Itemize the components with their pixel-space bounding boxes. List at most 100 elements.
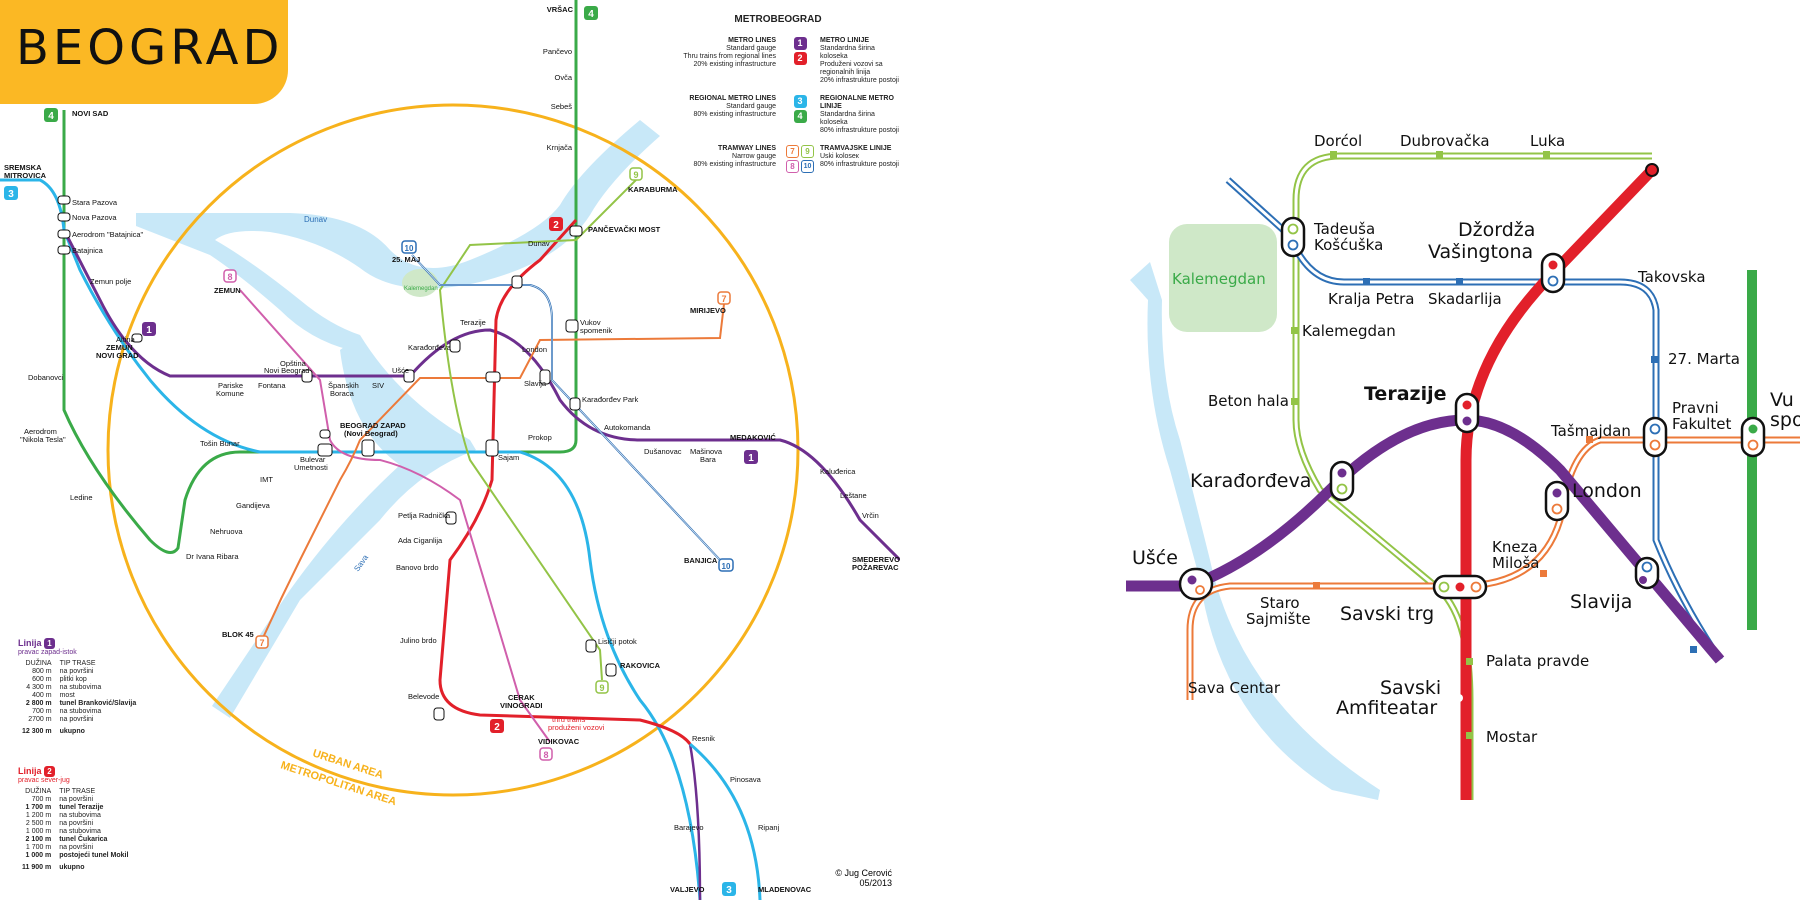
label-terazije: Terazije [460, 318, 486, 327]
zlabel-27-marta: 27. Marta [1668, 350, 1740, 368]
zlabel-pravni-2: Fakultet [1672, 415, 1731, 433]
legend-metro-title-en: METRO LINES [728, 37, 776, 44]
center-zoom-map[interactable]: Dorćol Dubrovačka Luka Tadeuša Košćuška … [1108, 0, 1800, 900]
label-petlja-radnicka: Petlja Radnička [398, 511, 451, 520]
badge-10-banjica: 10 [722, 562, 731, 571]
label-opstina-1: Opština [280, 359, 307, 368]
stats-2-row-type: na površini [59, 820, 94, 827]
label-ripanj: Ripanj [758, 823, 780, 832]
station-labels: VRŠAC Pančevo Ovča Sebeš Krnjača NOVI SA… [4, 5, 900, 894]
kalemegdan-park [1169, 224, 1277, 332]
stats-1-row-length: 600 m [32, 676, 52, 683]
label-lisicji-potok: Lisičji potok [598, 637, 637, 646]
label-mirijevo: MIRIJEVO [690, 306, 726, 315]
label-aerodrom-batajnica: Aerodrom "Batajnica" [72, 230, 144, 239]
label-zemun-8: ZEMUN [214, 286, 241, 295]
label-vidikovac: VIDIKOVAC [538, 737, 580, 746]
label-aerodrom-nt-2: "Nikola Tesla" [20, 435, 66, 444]
label-stara-pazova: Stara Pazova [72, 198, 118, 207]
legend-regional-en-2: 80% existing infrastructure [693, 111, 776, 118]
label-dunav: Dunav [304, 215, 327, 224]
legend-tram-sr-1: Uski koloseк [820, 153, 859, 160]
legend-metro-en-2: Thru trains from regional lines [683, 53, 776, 60]
label-julino-brdo: Julino brdo [400, 636, 437, 645]
kalemegdan-park [402, 269, 438, 297]
legend-badge-3: 3 [793, 95, 807, 108]
zlabel-karadjordjeva: Karađorđeva [1190, 470, 1311, 492]
stats-2-row: 700 m na površini [18, 796, 132, 804]
stats-2-row-length: 1 200 m [25, 812, 52, 819]
label-ledine: Ledine [70, 493, 93, 502]
label-medakovic: MEDAKOVIĆ [730, 433, 776, 442]
zlabel-kralja-petra: Kralja Petra [1328, 290, 1414, 308]
legend-regional-title-sr: REGIONALNE METRO LINIJE [820, 95, 894, 110]
legend-badge-10: 10 [801, 160, 814, 173]
stop-amfiteatar [1455, 694, 1463, 702]
river [1130, 262, 1380, 800]
stats-2-badge: 2 [44, 766, 56, 777]
label-lestane: Leštane [840, 491, 867, 500]
label-ada-ciganlija: Ada Ciganlija [398, 536, 443, 545]
zlabel-dubrovacka: Dubrovačka [1400, 132, 1490, 150]
interchange-dots [1187, 163, 1759, 595]
line-8-path [239, 289, 551, 743]
city-title-box: BEOGRAD [0, 0, 288, 104]
label-zemun-nb-2: NOVI GRAD [96, 351, 139, 360]
zlabel-usce: Ušće [1132, 547, 1178, 569]
network-map[interactable]: 4 4 3 1 1 2 2 3 8 8 7 7 9 9 10 10 [0, 0, 900, 900]
stats-1-col2: TIP TRASE [59, 660, 96, 667]
stats-2-row-type: na površini [59, 796, 94, 803]
label-siv: SIV [372, 381, 384, 390]
zlabel-tadeusa-1: Tadeuša [1313, 220, 1375, 238]
stats-2-total-len: 11 900 m [22, 864, 52, 871]
label-resnik: Resnik [692, 734, 715, 743]
legend-metro-title-sr: METRO LINIJE [820, 37, 870, 44]
zlabel-slavija: Slavija [1570, 591, 1632, 613]
label-vrcin: Vrčin [862, 511, 879, 520]
label-masinova-1: Mašinova [690, 447, 723, 456]
stats-1-total-label: ukupno [59, 728, 85, 735]
stats-1-heading: Linija [18, 638, 42, 648]
city-title: BEOGRAD [16, 20, 284, 76]
sava-river [212, 335, 476, 718]
legend-badge-4: 4 [793, 110, 807, 123]
line-3-path [0, 178, 702, 900]
badge-9-rakovica: 9 [599, 683, 604, 693]
label-rakovica: RAKOVICA [620, 661, 661, 670]
zlabel-tasmajdan: Tašmajdan [1550, 422, 1631, 440]
line-1-path [62, 229, 900, 562]
copyright-author: © Jug Cerović [835, 868, 892, 878]
label-aerodrom-nt-1: Aerodrom [24, 427, 57, 436]
stats-1-row-type: na stubovima [59, 708, 102, 715]
stats-1-row-length: 400 m [32, 692, 52, 699]
stats-2-row-type: tunel Terazije [59, 804, 104, 811]
label-nehruova: Nehruova [210, 527, 243, 536]
stats-2-row: 2 500 m na površini [18, 820, 132, 828]
stats-1-subheading: pravac zapad-istok [18, 649, 77, 656]
label-sebes: Sebeš [551, 102, 573, 111]
tram-stops-green [1291, 151, 1550, 739]
label-bgz-1: BEOGRAD ZAPAD [340, 421, 406, 430]
label-altina: Altina [116, 335, 136, 344]
stats-2-row-length: 700 m [31, 796, 52, 803]
label-cerak-2: VINOGRADI [500, 701, 543, 710]
zlabel-kneza-2: Miloša [1492, 554, 1539, 572]
stats-2-row-length: 2 500 m [25, 820, 52, 827]
zlabel-pravni-1: Pravni [1672, 399, 1719, 417]
zlabel-kneza-1: Kneza [1492, 538, 1538, 556]
label-dusanovac: Dušanovac [644, 447, 682, 456]
label-autokomanda: Autokomanda [604, 423, 651, 432]
zlabel-beton-hala: Beton hala [1208, 392, 1289, 410]
label-spanskih-2: Boraca [330, 389, 355, 398]
label-novi-sad: NOVI SAD [72, 109, 109, 118]
label-bgz-2: (Novi Beograd) [344, 429, 398, 438]
label-usce: Ušće [392, 366, 409, 375]
line-2-path [438, 218, 692, 745]
zlabel-dzordza-1: Džordža [1458, 219, 1535, 241]
